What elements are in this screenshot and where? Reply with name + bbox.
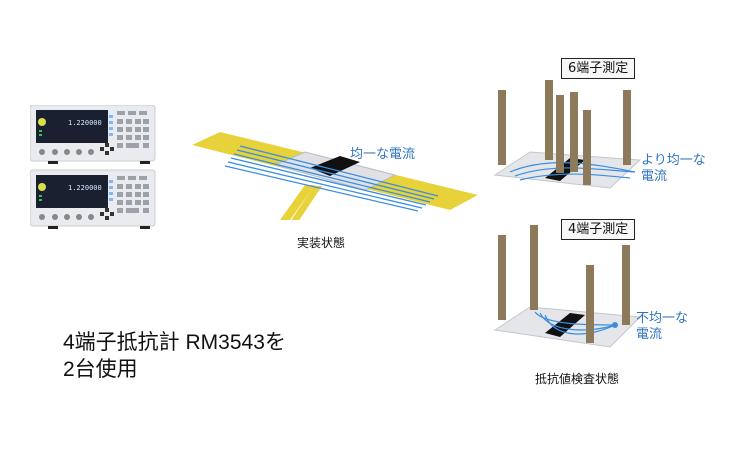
six-terminal-illustration xyxy=(493,80,642,189)
display-main-value-2: 1.220000 xyxy=(68,184,102,192)
six-terminal-current-label-1: より均一な xyxy=(641,153,706,168)
six-terminal-title: 6端子測定 xyxy=(561,58,636,79)
four-terminal-title: 4端子測定 xyxy=(561,219,636,240)
lead-wire xyxy=(280,185,315,220)
probes xyxy=(498,80,631,185)
uniform-current-label: 均一な電流 xyxy=(350,147,415,162)
instruments-label-line2: 2台使用 xyxy=(63,358,138,381)
display-main-value: 1.220000 xyxy=(68,119,102,127)
mounted-caption: 実装状態 xyxy=(297,236,346,250)
probes xyxy=(498,225,630,343)
current-lines xyxy=(224,145,439,212)
lead-wire xyxy=(291,186,322,220)
instruments-label-line1: 4端子抵抗計 RM3543を xyxy=(63,331,286,354)
inspection-caption: 抵抗値検査状態 xyxy=(535,372,620,386)
four-terminal-current-label-1: 不均一な xyxy=(636,311,689,326)
mounted-illustration: 均一な電流 xyxy=(192,132,478,220)
four-terminal-current-label-2: 電流 xyxy=(636,327,663,342)
instruments-illustration: 1.220000 1.220000 xyxy=(30,105,156,230)
four-terminal-illustration xyxy=(493,225,642,348)
six-terminal-current-label-2: 電流 xyxy=(641,169,668,184)
